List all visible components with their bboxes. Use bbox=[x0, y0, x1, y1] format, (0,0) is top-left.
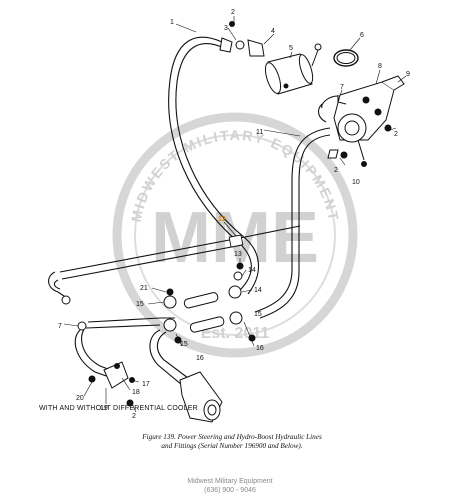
callout-8: 8 bbox=[378, 63, 382, 70]
callout-5: 5 bbox=[289, 45, 293, 52]
hose-1-inner bbox=[175, 43, 259, 295]
hose-11 bbox=[254, 127, 331, 313]
callout-16: 16 bbox=[196, 355, 204, 362]
hose-lines bbox=[48, 21, 405, 423]
callout-19: 19 bbox=[100, 405, 108, 412]
callout-17: 17 bbox=[142, 381, 150, 388]
callout-6: 6 bbox=[360, 32, 364, 39]
callout-2: 2 bbox=[231, 9, 235, 16]
callout-3: 3 bbox=[224, 25, 228, 32]
footer-phone: (636) 900 - 9046 bbox=[204, 487, 256, 494]
footer-company: Midwest Military Equipment bbox=[187, 478, 273, 485]
callout-18: 18 bbox=[132, 389, 140, 396]
hose-11-inner bbox=[259, 134, 331, 319]
callout-15-b: 15 bbox=[254, 311, 262, 318]
figure-caption: Figure 139. Power Steering and Hydro-Boo… bbox=[98, 433, 366, 451]
callout-15-c: 15 bbox=[180, 341, 188, 348]
caption-line-2: and Fittings (Serial Number 196900 and B… bbox=[161, 442, 303, 450]
callout-2-pump: 2 bbox=[394, 131, 398, 138]
callout-4: 4 bbox=[271, 28, 275, 35]
callout-14-b: 14 bbox=[254, 287, 262, 294]
cooler-note: WITH AND WITHOUT DIFFERENTIAL COOLER bbox=[39, 405, 198, 412]
callouts: 1 2 3 4 5 6 8 9 2 7 11 2 10 12 13 14 21 … bbox=[58, 9, 410, 420]
callout-7: 7 bbox=[58, 323, 62, 330]
callout-20: 20 bbox=[76, 395, 84, 402]
hose-1 bbox=[168, 36, 252, 291]
callout-21: 21 bbox=[140, 285, 148, 292]
callout-16-b: 16 bbox=[256, 345, 264, 352]
callout-11: 11 bbox=[256, 129, 263, 136]
callout-13: 13 bbox=[234, 251, 242, 258]
footer: Midwest Military Equipment (636) 900 - 9… bbox=[150, 477, 310, 495]
callout-2-lower: 2 bbox=[334, 167, 338, 174]
callout-9: 9 bbox=[406, 71, 410, 78]
callout-15: 15 bbox=[136, 301, 144, 308]
caption-line-1: Figure 139. Power Steering and Hydro-Boo… bbox=[142, 433, 322, 441]
callout-1: 1 bbox=[170, 19, 174, 26]
callout-10: 10 bbox=[352, 179, 360, 186]
callout-2-bottom: 2 bbox=[132, 413, 136, 420]
callout-12: 12 bbox=[218, 216, 226, 223]
leader-lines bbox=[63, 16, 407, 413]
callout-7-top: 7 bbox=[340, 84, 344, 91]
callout-14: 14 bbox=[248, 267, 256, 274]
